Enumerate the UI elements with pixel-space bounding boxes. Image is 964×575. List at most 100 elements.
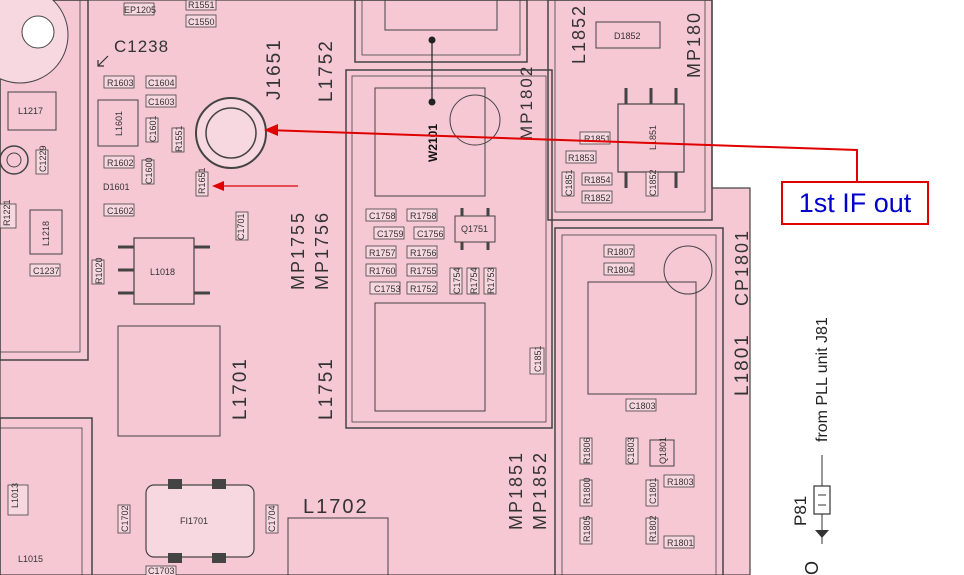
label-c1704: C1704	[267, 505, 277, 532]
label-fi1701: FI1701	[180, 516, 208, 526]
label-r1852: R1852	[584, 193, 611, 203]
connector-bottom-char: O	[802, 561, 822, 575]
label-c1759: C1759	[377, 229, 404, 239]
p81-connector	[813, 485, 831, 515]
smd-pad	[663, 474, 695, 488]
label-r1755: R1755	[410, 266, 437, 276]
signal-arrow-line	[265, 129, 858, 181]
label-mp180: MP180	[684, 11, 704, 78]
smd-pad	[185, 0, 217, 11]
smd-pad	[171, 127, 185, 153]
label-r1221: R1221	[2, 199, 12, 226]
label-c1852: C1852	[648, 169, 658, 196]
smd-pad	[145, 117, 159, 143]
label-l1701: L1701	[230, 357, 251, 420]
label-c1801: C1801	[648, 477, 658, 504]
shield-top-center	[354, 0, 528, 63]
smd-pad	[365, 263, 397, 277]
shield-right-middle	[554, 227, 724, 575]
shield-center	[345, 69, 553, 429]
smd-pad	[483, 267, 497, 295]
label-r1803: R1803	[667, 477, 694, 487]
label-c1238: C1238	[114, 37, 169, 56]
smd-pad	[0, 203, 17, 229]
smd-pad	[145, 75, 177, 89]
label-l1217: L1217	[18, 106, 43, 116]
label-c1600: C1600	[144, 157, 154, 184]
label-mp1756: MP1756	[312, 211, 332, 290]
label-r1801: R1801	[667, 538, 694, 548]
smd-pad	[603, 262, 635, 276]
label-c1602: C1602	[107, 206, 134, 216]
label-c1851: C1851	[533, 345, 543, 372]
smd-pad	[29, 263, 61, 277]
label-c1604: C1604	[148, 78, 175, 88]
label-d1601: D1601	[103, 182, 130, 192]
label-mp1851: MP1851	[506, 451, 526, 530]
smd-pad	[117, 504, 131, 534]
label-r1853: R1853	[568, 153, 595, 163]
label-l1752: L1752	[316, 39, 337, 102]
label-l1015: L1015	[18, 554, 43, 564]
smd-pad	[185, 14, 217, 28]
label-l1018: L1018	[150, 267, 175, 277]
label-ep1205: EP1205	[124, 5, 156, 15]
label-r1807: R1807	[607, 247, 634, 257]
label-c1758: C1758	[369, 211, 396, 221]
smd-pad	[579, 517, 593, 545]
smd-pad	[579, 437, 593, 465]
label-r1805: R1805	[582, 515, 592, 542]
l1701-part	[117, 325, 221, 437]
smd-pad	[625, 398, 657, 412]
smd-pad	[561, 171, 575, 197]
smd-pad	[195, 171, 209, 197]
smd-pad	[581, 190, 613, 204]
smd-pad	[91, 259, 105, 285]
smd-pad	[625, 437, 639, 465]
signal-arrow-head	[264, 124, 278, 136]
smd-pad	[365, 245, 397, 259]
label-c1803: C1803	[629, 401, 656, 411]
smd-pad	[123, 2, 155, 16]
label-mp1755: MP1755	[288, 211, 308, 290]
label-r1760: R1760	[369, 266, 396, 276]
smd-pad	[645, 479, 659, 507]
smd-pad	[406, 281, 438, 295]
label-r1753: R1753	[486, 267, 496, 294]
label-r1806: R1806	[582, 437, 592, 464]
label-w2101: W2101	[426, 124, 440, 162]
smd-pad	[645, 171, 659, 197]
smd-pad	[145, 94, 177, 108]
label-l1218: L1218	[41, 221, 51, 246]
label-r1551: R1551	[188, 0, 215, 10]
label-q1801: Q1801	[658, 437, 668, 464]
label-c1702: C1702	[120, 505, 130, 532]
label-j1651: J1651	[264, 38, 285, 100]
label-q1751: Q1751	[461, 224, 488, 234]
label-l1801: L1801	[732, 333, 753, 396]
shield-bottom-left	[0, 417, 93, 575]
callout-text: 1st IF out	[798, 187, 912, 218]
label-c1803b: C1803	[626, 437, 636, 464]
label-r1757: R1757	[369, 248, 396, 258]
label-l1601: L1601	[114, 111, 124, 136]
label-c1603: C1603	[148, 97, 175, 107]
smd-pad	[581, 172, 613, 186]
smd-pad	[565, 150, 597, 164]
label-c1701: C1701	[236, 213, 246, 240]
smd-pad	[103, 203, 135, 217]
label-r1756: R1756	[410, 248, 437, 258]
label-mp1852: MP1852	[530, 451, 550, 530]
smd-pad	[406, 263, 438, 277]
smd-pad	[603, 244, 635, 258]
label-r1758: R1758	[410, 211, 437, 221]
smd-pad	[7, 484, 29, 516]
label-l1702: L1702	[303, 496, 369, 518]
label-r1800: R1800	[582, 477, 592, 504]
label-c1756: C1756	[417, 229, 444, 239]
label-c1229: C1229	[38, 145, 48, 172]
smd-pad	[579, 479, 593, 507]
smd-pad	[103, 75, 135, 89]
smd-pad	[406, 245, 438, 259]
